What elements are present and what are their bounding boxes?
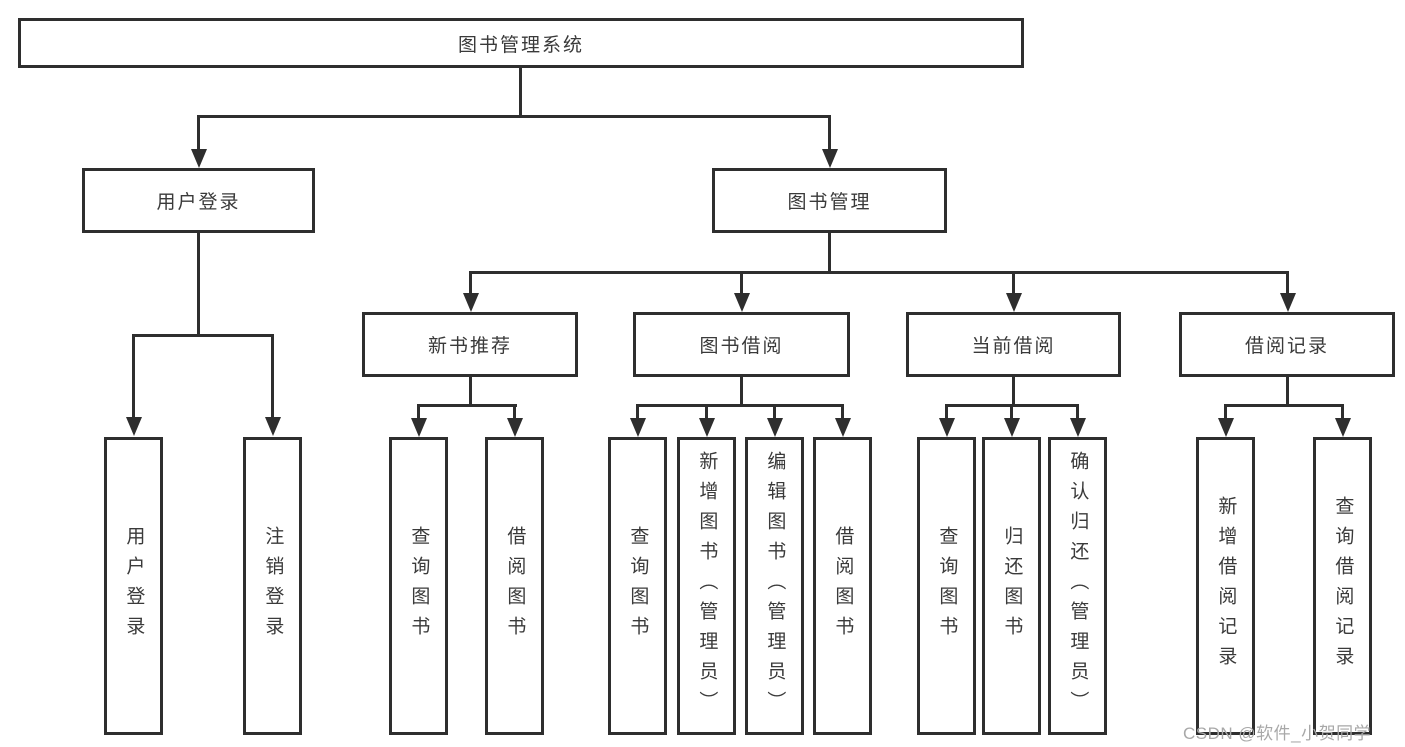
node-leaf-confirm-return-admin: 确认归还（管理员） <box>1048 437 1107 735</box>
node-user-login: 用户登录 <box>82 168 315 233</box>
arrow-down-icon <box>1070 418 1086 437</box>
arrow-down-icon <box>1004 418 1020 437</box>
connector-vline <box>469 377 472 407</box>
arrow-down-icon <box>463 293 479 312</box>
connector-vline <box>705 404 708 420</box>
node-leaf-add-borrow-record: 新增借阅记录 <box>1196 437 1255 735</box>
connector-vline <box>1010 404 1013 420</box>
connector-vline <box>740 271 743 295</box>
connector-vline <box>945 404 948 420</box>
arrow-down-icon <box>630 418 646 437</box>
connector-vline <box>1341 404 1344 420</box>
node-leaf-edit-book-admin: 编辑图书（管理员） <box>745 437 804 735</box>
connector-hline <box>636 404 844 407</box>
leaf-label: 查询图书 <box>627 526 649 646</box>
leaf-label: 借阅图书 <box>832 526 854 646</box>
leaf-label: 借阅图书 <box>504 526 526 646</box>
node-leaf-return-book: 归还图书 <box>982 437 1041 735</box>
connector-hline <box>417 404 517 407</box>
leaf-label: 用户登录 <box>123 526 145 646</box>
arrow-down-icon <box>265 417 281 436</box>
node-borrowing-records: 借阅记录 <box>1179 312 1395 377</box>
node-leaf-add-book-admin: 新增图书（管理员） <box>677 437 736 735</box>
connector-hline <box>469 271 1289 274</box>
node-leaf-logout: 注销登录 <box>243 437 302 735</box>
connector-hline <box>132 334 274 337</box>
connector-vline <box>1286 271 1289 295</box>
leaf-label: 注销登录 <box>262 526 284 646</box>
connector-vline <box>1286 377 1289 407</box>
leaf-label: 确认归还（管理员） <box>1067 451 1089 721</box>
connector-vline <box>271 334 274 418</box>
leaf-label: 查询图书 <box>408 526 430 646</box>
node-leaf-user-login: 用户登录 <box>104 437 163 735</box>
node-leaf-query-books-2: 查询图书 <box>608 437 667 735</box>
node-leaf-query-books-1: 查询图书 <box>389 437 448 735</box>
leaf-label: 新增借阅记录 <box>1215 496 1237 676</box>
arrow-down-icon <box>767 418 783 437</box>
connector-vline <box>1224 404 1227 420</box>
connector-hline <box>197 115 831 118</box>
arrow-down-icon <box>1335 418 1351 437</box>
connector-vline <box>828 115 831 151</box>
arrow-down-icon <box>822 149 838 168</box>
connector-vline <box>841 404 844 420</box>
connector-vline <box>469 271 472 295</box>
leaf-label: 归还图书 <box>1001 526 1023 646</box>
node-leaf-borrow-books-1: 借阅图书 <box>485 437 544 735</box>
node-leaf-query-borrow-record: 查询借阅记录 <box>1313 437 1372 735</box>
watermark: CSDN @软件_小贺同学 <box>1183 724 1372 743</box>
node-new-book-recommend: 新书推荐 <box>362 312 578 377</box>
arrow-down-icon <box>734 293 750 312</box>
connector-hline <box>1224 404 1344 407</box>
arrow-down-icon <box>835 418 851 437</box>
leaf-label: 编辑图书（管理员） <box>764 451 786 721</box>
connector-vline <box>1012 377 1015 407</box>
connector-vline <box>132 334 135 418</box>
connector-vline <box>773 404 776 420</box>
node-current-borrowing: 当前借阅 <box>906 312 1121 377</box>
node-leaf-query-books-3: 查询图书 <box>917 437 976 735</box>
arrow-down-icon <box>411 418 427 437</box>
leaf-label: 查询借阅记录 <box>1332 496 1354 676</box>
connector-vline <box>1076 404 1079 420</box>
node-book-management: 图书管理 <box>712 168 947 233</box>
arrow-down-icon <box>507 418 523 437</box>
arrow-down-icon <box>1218 418 1234 437</box>
connector-vline <box>1012 271 1015 295</box>
connector-vline <box>417 404 420 420</box>
connector-vline <box>828 233 831 274</box>
arrow-down-icon <box>126 417 142 436</box>
arrow-down-icon <box>1280 293 1296 312</box>
node-leaf-borrow-books-2: 借阅图书 <box>813 437 872 735</box>
connector-vline <box>740 377 743 407</box>
connector-vline <box>513 404 516 420</box>
arrow-down-icon <box>699 418 715 437</box>
connector-vline <box>197 115 200 151</box>
leaf-label: 新增图书（管理员） <box>696 451 718 721</box>
connector-vline <box>636 404 639 420</box>
node-book-borrowing: 图书借阅 <box>633 312 850 377</box>
connector-vline <box>519 68 522 118</box>
arrow-down-icon <box>939 418 955 437</box>
leaf-label: 查询图书 <box>936 526 958 646</box>
connector-vline <box>197 233 200 337</box>
arrow-down-icon <box>1006 293 1022 312</box>
node-library-management-system: 图书管理系统 <box>18 18 1024 68</box>
arrow-down-icon <box>191 149 207 168</box>
